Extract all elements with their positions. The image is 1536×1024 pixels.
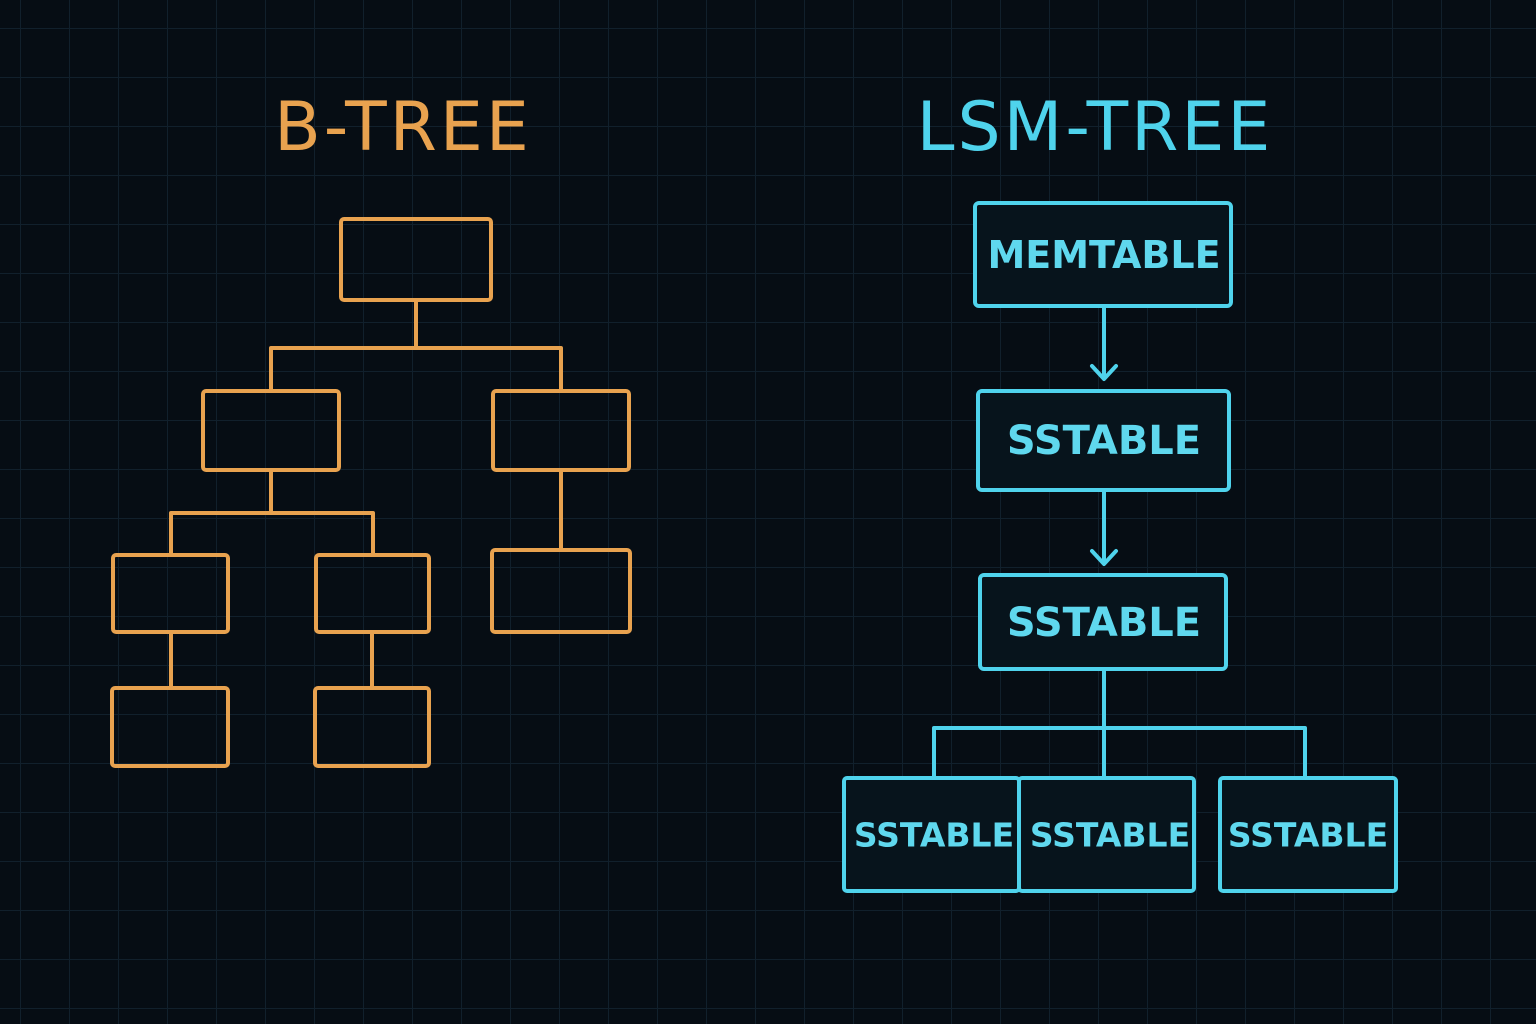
sstable-node-level2 <box>978 573 1228 671</box>
btree-node <box>314 553 431 634</box>
sstable-label: SSTABLE <box>1030 816 1190 855</box>
btree-connector-root <box>269 300 563 391</box>
sstable-node-bottom <box>1017 776 1196 893</box>
sstable-node-bottom <box>1218 776 1398 893</box>
btree-internal-node-right <box>491 389 631 472</box>
sstable-label: SSTABLE <box>1007 600 1201 646</box>
memtable-node <box>973 201 1233 308</box>
lsm-diagram: LSM-TREE MEMTABLE SSTABLE SSTABLE SSTABL… <box>842 88 1398 893</box>
btree-internal-node-left <box>201 389 341 472</box>
lsm-title: LSM-TREE <box>917 88 1274 167</box>
btree-title: B-TREE <box>274 88 532 167</box>
btree-root-node <box>339 217 493 302</box>
lsm-connector-bottom <box>932 667 1307 780</box>
arrow-down-icon <box>1090 488 1118 566</box>
btree-leaf-node <box>490 548 632 634</box>
arrow-down-icon <box>1090 304 1118 381</box>
btree-connector-leaves <box>169 632 374 688</box>
btree-leaf-node <box>110 686 230 768</box>
sstable-node-level1 <box>976 389 1231 492</box>
btree-leaf-node <box>313 686 431 768</box>
btree-connector-left <box>169 470 375 555</box>
sstable-label: SSTABLE <box>1007 418 1201 464</box>
sstable-label: SSTABLE <box>1228 816 1388 855</box>
btree-diagram: B-TREE <box>110 88 632 768</box>
memtable-label: MEMTABLE <box>987 233 1220 277</box>
btree-node <box>111 553 230 634</box>
sstable-label: SSTABLE <box>854 816 1014 855</box>
